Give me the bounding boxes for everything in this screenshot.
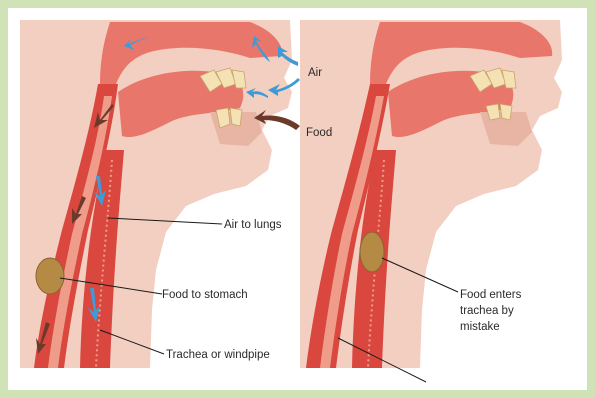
diagram-frame: Air Food Air to lungs Food to stomach Tr… xyxy=(8,8,587,390)
left-head xyxy=(20,20,300,368)
label-mistake-line1: Food enters xyxy=(460,289,522,301)
right-head xyxy=(300,20,562,368)
label-mistake-line3: mistake xyxy=(460,321,500,333)
label-mistake-line2: trachea by xyxy=(460,305,514,317)
swallowing-diagram: Air Food Air to lungs Food to stomach Tr… xyxy=(8,8,587,390)
label-air-to-lungs: Air to lungs xyxy=(224,219,282,231)
label-air: Air xyxy=(308,67,322,79)
label-food-to-stomach: Food to stomach xyxy=(162,289,248,301)
right-food-bolus xyxy=(360,232,384,272)
label-food: Food xyxy=(306,127,332,139)
label-trachea: Trachea or windpipe xyxy=(166,349,270,361)
left-food-bolus xyxy=(36,258,64,294)
